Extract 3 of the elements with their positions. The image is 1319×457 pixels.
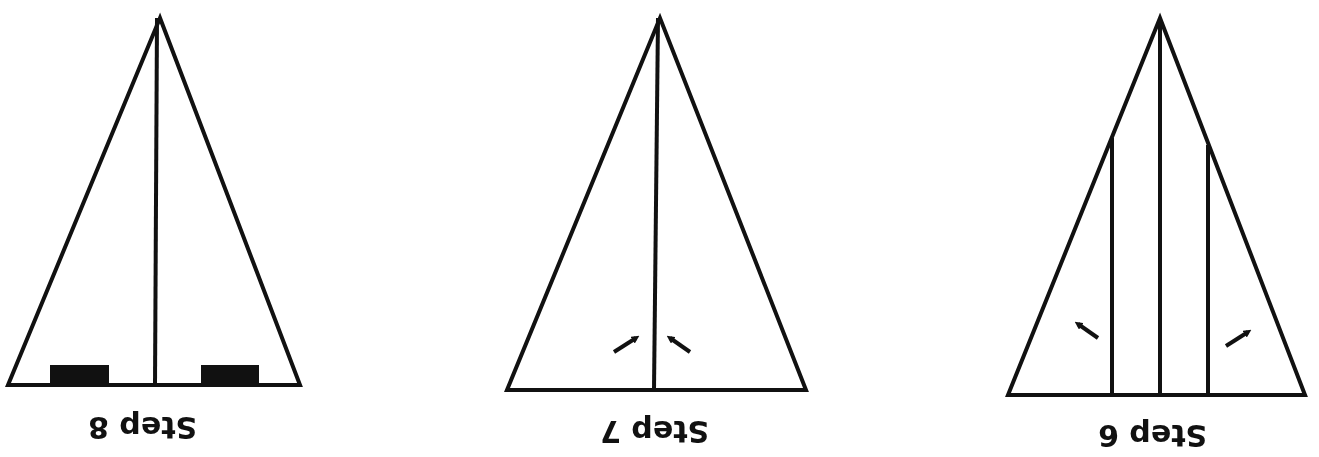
step-label: Step 6 — [1098, 420, 1208, 450]
step-label: Step 8 — [88, 412, 198, 442]
step-label: Step 7 — [600, 416, 710, 446]
